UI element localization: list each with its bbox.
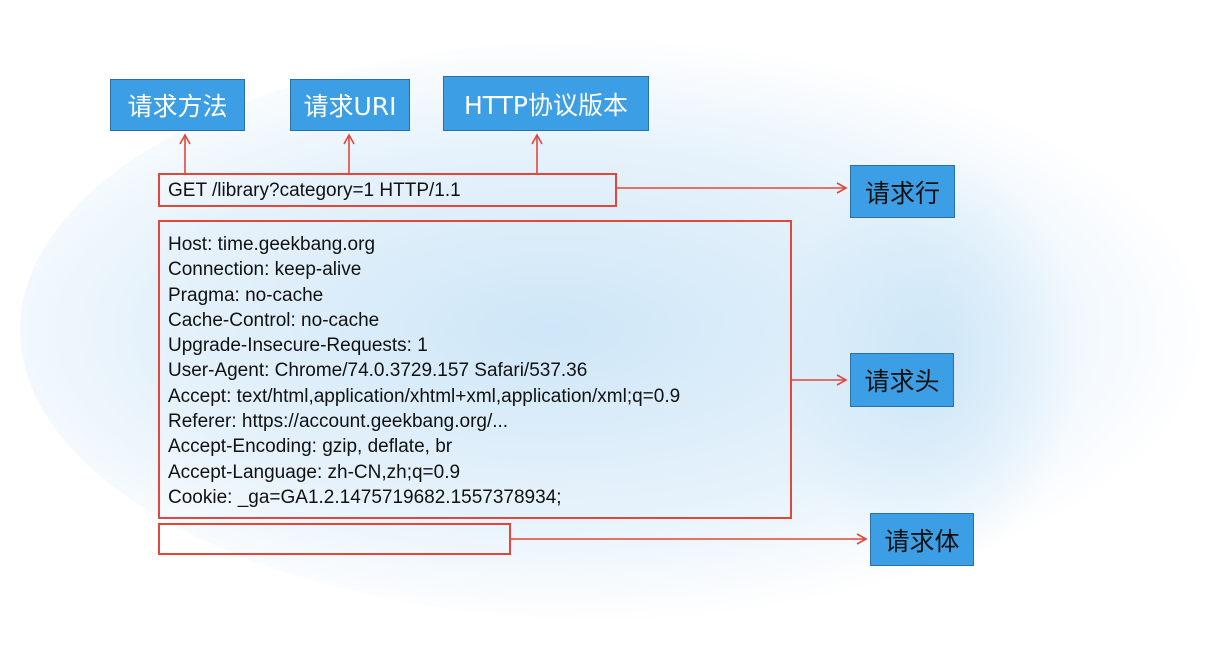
http-version-label: HTTP协议版本	[443, 76, 649, 131]
header-line: Connection: keep-alive	[168, 259, 362, 281]
request-line-box: GET /library?category=1 HTTP/1.1	[158, 173, 617, 207]
request-line-text: GET /library?category=1 HTTP/1.1	[168, 180, 461, 201]
request-body-label: 请求体	[870, 513, 974, 566]
header-line: Accept: text/html,application/xhtml+xml,…	[168, 385, 681, 407]
request-headers-label: 请求头	[850, 353, 954, 407]
header-line: Accept-Language: zh-CN,zh;q=0.9	[168, 461, 461, 483]
request-body-box	[158, 523, 511, 555]
uri-label: 请求URI	[290, 79, 410, 131]
header-line: Cache-Control: no-cache	[168, 309, 380, 331]
header-line: Pragma: no-cache	[168, 284, 324, 306]
header-line: Host: time.geekbang.org	[168, 234, 376, 255]
header-line: Accept-Encoding: gzip, deflate, br	[168, 436, 453, 458]
header-line: Cookie: _ga=GA1.2.1475719682.1557378934;	[168, 486, 562, 508]
method-label: 请求方法	[110, 79, 245, 131]
request-line-label: 请求行	[850, 165, 955, 218]
header-line: Upgrade-Insecure-Requests: 1	[168, 335, 428, 357]
header-line: User-Agent: Chrome/74.0.3729.157 Safari/…	[168, 360, 588, 382]
header-line: Referer: https://account.geekbang.org/..…	[168, 411, 509, 433]
